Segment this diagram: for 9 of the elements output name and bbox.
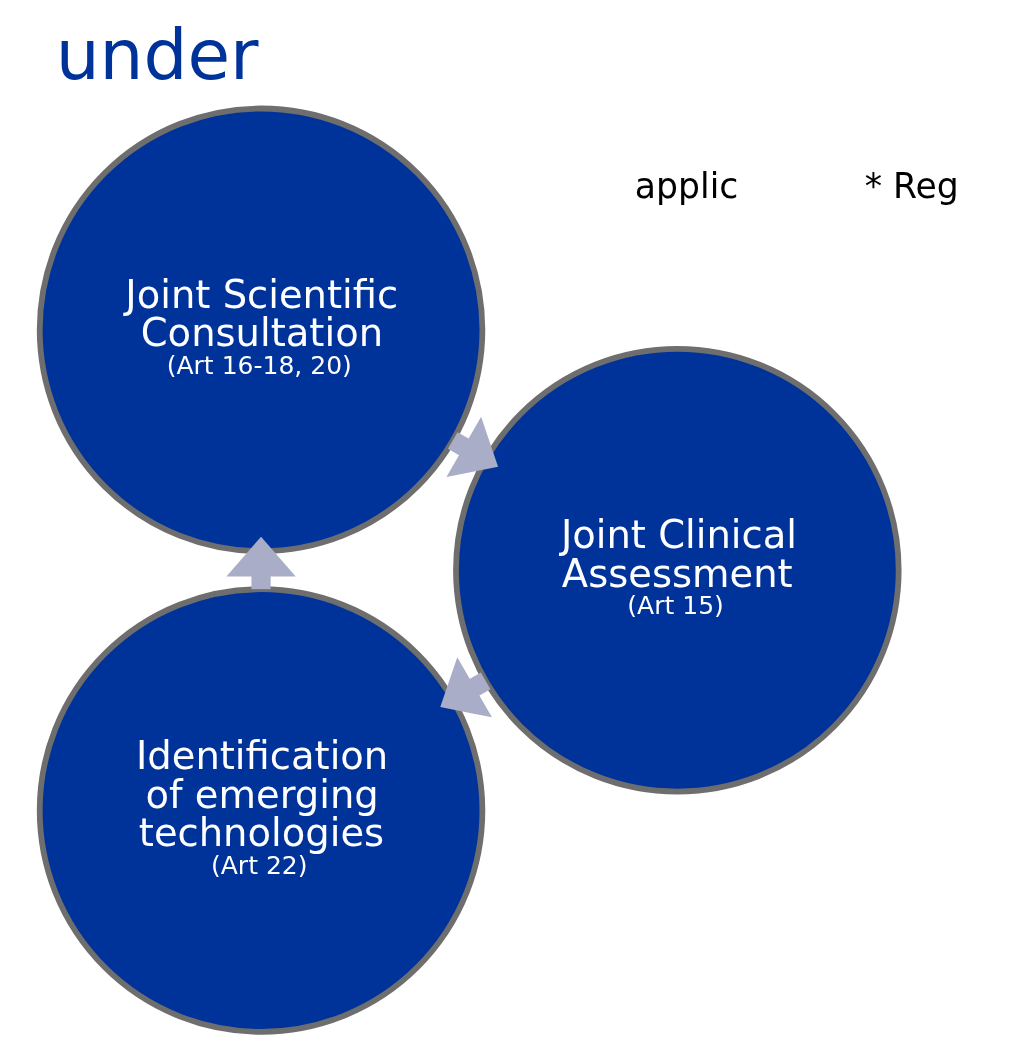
- node-circle: Joint Clinical Assessment (Art 15): [453, 345, 902, 795]
- arrow: [446, 416, 499, 477]
- node-circle: Identification of emerging technologies (Art 22): [36, 586, 486, 1035]
- arrow: [440, 657, 492, 718]
- label: applic: [634, 165, 739, 206]
- arrow: [226, 536, 296, 590]
- node-circle: Joint Scientific Consultation (Art 16-18, 20): [36, 105, 486, 555]
- label: * Reg: [864, 165, 959, 206]
- diagram-title: under: [55, 15, 259, 96]
